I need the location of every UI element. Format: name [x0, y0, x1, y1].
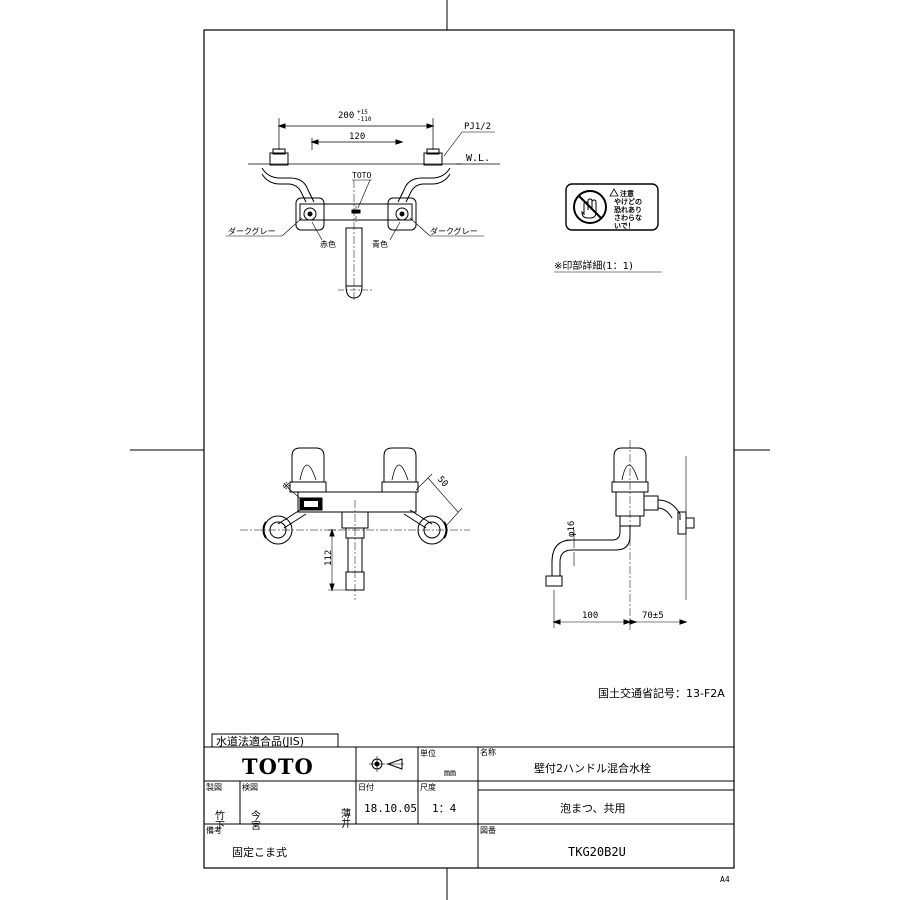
dim-depth-label: 70±5: [642, 611, 664, 621]
dim-angle-label: 50: [435, 475, 450, 490]
print-detail: 注意 やけどの 恐れあり さわらな いで！ ※印部詳細(1：1): [554, 183, 662, 273]
standard-label: 水道法適合品(JIS): [216, 734, 304, 748]
warning-line-4: いで！: [614, 222, 635, 230]
dim-reach-label: 100: [582, 611, 598, 621]
product-name: 壁付2ハンドル混合水栓: [534, 761, 651, 775]
centering-marks: [130, 0, 770, 900]
drawing-frame: [203, 29, 735, 869]
remarks-label: 備考: [206, 825, 222, 835]
top-view: [226, 118, 500, 302]
no-touch-icon: [573, 190, 607, 224]
date-value: 18.10.05: [364, 802, 417, 815]
handle-color-right: ダークグレー: [430, 226, 478, 236]
drawing-number: TKG20B2U: [568, 845, 626, 859]
dim-overall-label: 200: [338, 111, 354, 121]
water-line-label: W.L.: [466, 153, 490, 164]
checked-label: 検図: [242, 782, 258, 792]
drawing-no-label: 図番: [480, 825, 496, 835]
projection-symbol: [369, 756, 404, 772]
remarks-value: 固定こま式: [232, 845, 287, 859]
dim-height-label: 112: [324, 550, 334, 566]
registration-code: 国土交通省記号：13-F2A: [598, 686, 725, 700]
title-block-text: 水道法適合品(JIS) TOTO 単位 mm 名称 壁付2ハンドル混合水栓 製図…: [206, 734, 651, 859]
dim-inner-label: 120: [349, 132, 365, 142]
warning-line-3: さわらな: [614, 213, 642, 222]
brand-logo: TOTO: [242, 754, 314, 779]
side-view: [545, 440, 695, 630]
title-block: [204, 733, 734, 868]
unit-label: 単位: [420, 748, 436, 758]
brand-mark-label: TOTO: [352, 171, 371, 180]
warning-line-2: 恐れあり: [614, 205, 642, 214]
side-view-labels: φ16 100 70±5: [567, 521, 664, 621]
date-label: 日付: [358, 782, 374, 792]
unit-value: mm: [444, 768, 456, 779]
checked-by-2: 薄井: [339, 807, 351, 829]
scale-label: 尺度: [420, 782, 436, 792]
drawn-label: 製図: [206, 782, 222, 792]
marker-asterisk: ※: [282, 481, 290, 492]
dim-diameter-label: φ16: [567, 521, 577, 537]
handle-color-left: ダークグレー: [228, 226, 276, 236]
front-view: [240, 447, 470, 600]
dim-tol-upper: +15: [357, 109, 368, 116]
thread-label: PJ1/2: [464, 122, 491, 132]
checked-by-1: 今宮: [249, 809, 261, 831]
name-label: 名称: [480, 747, 496, 757]
dim-tol-lower: -110: [357, 116, 372, 123]
sheet-size: A4: [720, 875, 730, 884]
warning-icon: [609, 188, 619, 197]
cold-label: 青色: [372, 239, 388, 249]
warning-title: 注意: [620, 189, 634, 198]
scale-value: 1：4: [432, 802, 457, 815]
drawn-by: 竹下: [213, 809, 225, 831]
top-view-labels: 200 +15 -110 120 PJ1/2 W.L. TOTO ダークグレー …: [228, 109, 491, 249]
hot-label: 赤色: [320, 239, 336, 249]
warning-line-1: やけどの: [614, 197, 642, 206]
print-detail-caption: ※印部詳細(1：1): [554, 259, 633, 272]
subtitle: 泡まつ、共用: [560, 801, 626, 815]
front-view-labels: ※ 50 112: [282, 475, 450, 566]
